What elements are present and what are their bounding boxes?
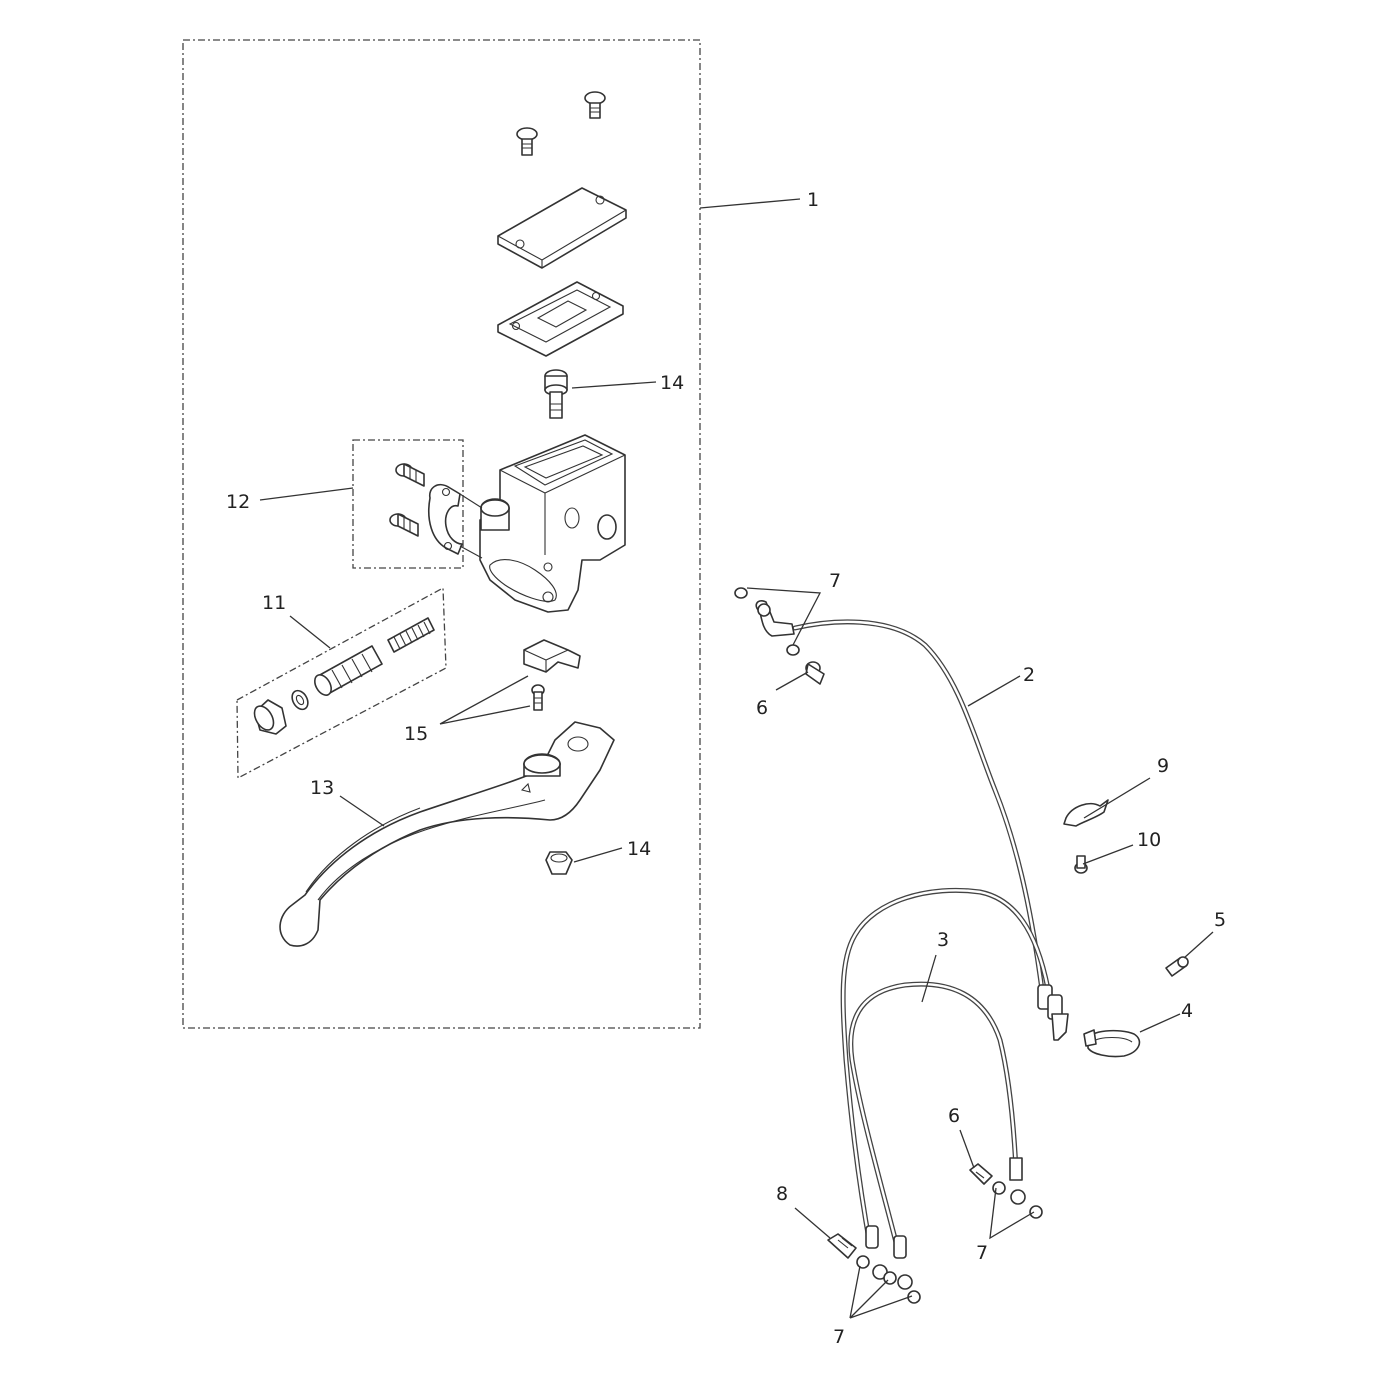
hose-clamp: [1083, 1029, 1141, 1058]
caliper-hose: [848, 981, 1023, 1259]
callout-14-lower: 14: [627, 838, 651, 860]
switch-screw: [531, 684, 545, 711]
master-cylinder-body: [479, 434, 626, 613]
banjo-bolt-lower: [969, 1163, 993, 1185]
brake-light-switch: [523, 639, 581, 673]
callout-12: 12: [226, 491, 250, 513]
callout-8: 8: [776, 1183, 788, 1205]
clamp-screw-upper: [395, 463, 425, 487]
sealing-washers: [734, 587, 1043, 1304]
callout-10: 10: [1137, 829, 1161, 851]
clamp-guide-line-upper: [459, 493, 483, 509]
lower-brake-hose: [840, 887, 1069, 1248]
callout-9: 9: [1157, 755, 1169, 777]
clamp-kit-box: [352, 439, 464, 569]
callout-1: 1: [807, 189, 819, 211]
banjo-fittings-lower: [872, 1189, 1026, 1290]
handlebar-clamp: [428, 483, 463, 555]
clip-screw: [1074, 855, 1088, 874]
piston-circlip: [291, 689, 309, 711]
callout-14-upper: 14: [660, 372, 684, 394]
banjo-bolt-upper: [805, 661, 825, 685]
cap-screw-left: [516, 127, 538, 156]
piston: [314, 645, 383, 696]
master-cylinder-assembly-box: [182, 39, 701, 1029]
hose-guide-clip: [1063, 799, 1109, 827]
piston-kit-box: [236, 586, 447, 780]
callout-11: 11: [262, 592, 286, 614]
leader-lines: [259, 198, 1214, 1319]
reservoir-diaphragm: [497, 281, 624, 357]
callout-4: 4: [1181, 1000, 1193, 1022]
callout-7-upper: 7: [829, 570, 841, 592]
callout-7-right: 7: [976, 1242, 988, 1264]
callout-15: 15: [404, 723, 428, 745]
piston-spring: [387, 617, 435, 653]
clamp-guide-line-lower: [459, 545, 483, 559]
reservoir-cap: [497, 187, 627, 269]
banjo-bolt-caliper: [827, 1233, 857, 1259]
callout-13: 13: [310, 777, 334, 799]
cap-screw-right: [584, 91, 606, 119]
callout-2: 2: [1023, 664, 1035, 686]
pivot-bolt: [544, 369, 568, 419]
callout-7-bottom: 7: [833, 1326, 845, 1348]
callout-5: 5: [1214, 909, 1226, 931]
callout-6-lower: 6: [948, 1105, 960, 1127]
callout-3: 3: [937, 929, 949, 951]
brake-lever: [279, 721, 615, 947]
upper-brake-hose: [755, 600, 1045, 993]
clamp-bolt: [1165, 956, 1189, 977]
piston-cap: [253, 699, 287, 735]
callout-6-upper: 6: [756, 697, 768, 719]
clamp-screw-lower: [389, 513, 419, 537]
pivot-nut: [545, 851, 573, 875]
